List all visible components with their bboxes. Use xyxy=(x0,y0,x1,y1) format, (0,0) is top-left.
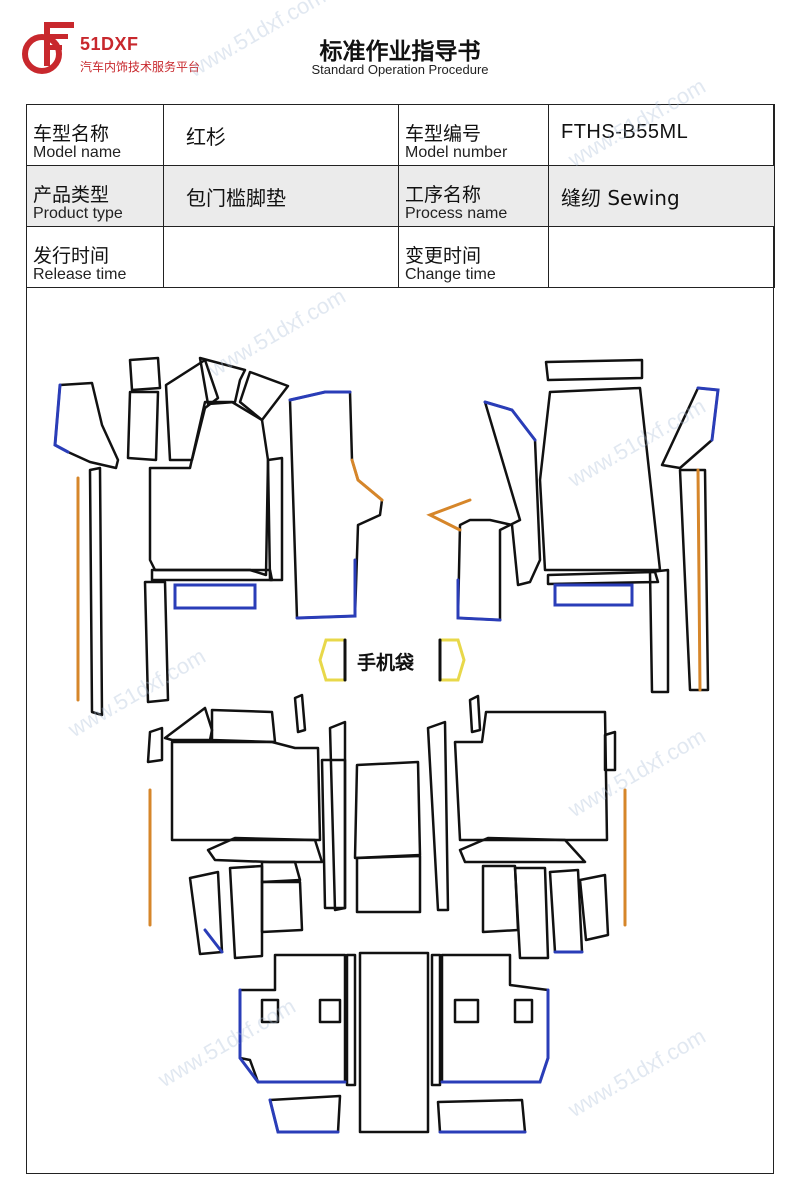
product-type-label: 产品类型 xyxy=(33,184,110,206)
pattern-piece xyxy=(328,720,347,912)
info-row-product: 产品类型 Product type 包门槛脚垫 工序名称 Process nam… xyxy=(26,165,775,227)
pattern-piece xyxy=(293,693,307,734)
pattern-piece xyxy=(228,864,264,960)
pattern-piece xyxy=(578,873,610,942)
pattern-piece xyxy=(210,708,277,744)
model-number-label-cell: 车型编号 Model number xyxy=(398,104,549,166)
document-header: 51DXF 汽车内饰技术服务平台 标准作业指导书 Standard Operat… xyxy=(0,0,800,100)
document-subtitle: Standard Operation Procedure xyxy=(311,62,489,77)
pattern-piece xyxy=(355,854,422,914)
model-name-label-en: Model name xyxy=(33,144,122,161)
pattern-piece xyxy=(456,400,542,622)
pattern-piece xyxy=(458,836,587,864)
model-name-value: 红杉 xyxy=(186,125,226,149)
pattern-piece xyxy=(353,760,422,860)
pattern-piece xyxy=(453,998,480,1024)
change-time-label-en: Change time xyxy=(405,266,496,283)
pattern-piece xyxy=(481,864,520,934)
product-type-value: 包门槛脚垫 xyxy=(186,186,286,210)
pattern-piece xyxy=(538,386,662,572)
pattern-piece xyxy=(345,953,357,1087)
pattern-piece xyxy=(468,694,482,734)
pattern-piece xyxy=(238,370,290,422)
pattern-piece xyxy=(238,953,347,1084)
process-name-label: 工序名称 xyxy=(405,184,482,206)
pattern-piece xyxy=(53,381,120,470)
product-type-label-en: Product type xyxy=(33,205,123,222)
model-number-value: FTHS-B55ML xyxy=(561,121,689,143)
pattern-piece xyxy=(268,1094,342,1134)
pattern-piece xyxy=(163,706,214,742)
change-time-value-cell xyxy=(548,226,775,288)
brand-logo-icon xyxy=(22,22,74,74)
pattern-piece xyxy=(266,456,284,582)
pattern-piece xyxy=(320,758,347,910)
pattern-piece xyxy=(288,390,384,620)
pattern-piece xyxy=(546,570,660,586)
pattern-piece xyxy=(544,358,644,382)
release-time-label-cell: 发行时间 Release time xyxy=(26,226,164,288)
pattern-piece xyxy=(318,998,342,1024)
pattern-piece xyxy=(260,998,280,1024)
document-title: 标准作业指导书 xyxy=(319,39,481,65)
model-name-label-cell: 车型名称 Model name xyxy=(26,104,164,166)
change-time-label-cell: 变更时间 Change time xyxy=(398,226,549,288)
release-time-label: 发行时间 xyxy=(33,245,110,267)
model-name-label: 车型名称 xyxy=(33,123,110,145)
pattern-piece xyxy=(126,390,160,462)
floor-mat-pattern-diagram xyxy=(53,356,720,1134)
pattern-piece xyxy=(128,356,162,392)
info-row-time: 发行时间 Release time 变更时间 Change time xyxy=(26,226,775,288)
pattern-piece xyxy=(358,951,430,1134)
pattern-piece xyxy=(206,836,324,864)
pattern-piece xyxy=(88,466,104,717)
model-number-label-en: Model number xyxy=(405,144,508,161)
product-type-value-cell: 包门槛脚垫 xyxy=(163,165,399,227)
pattern-piece xyxy=(430,953,442,1087)
pattern-piece xyxy=(678,468,710,692)
process-name-value-cell: 缝纫 Sewing xyxy=(548,165,775,227)
pattern-piece xyxy=(198,356,247,406)
pattern-piece xyxy=(143,580,170,704)
pattern-piece xyxy=(260,860,302,884)
process-name-label-en: Process name xyxy=(405,205,508,222)
pattern-piece xyxy=(260,880,304,934)
info-table: 车型名称 Model name 红杉 车型编号 Model number FTH… xyxy=(26,104,775,288)
pattern-piece xyxy=(513,866,550,960)
pattern-piece xyxy=(188,870,224,956)
release-time-value-cell xyxy=(163,226,399,288)
pattern-piece xyxy=(660,386,720,470)
pattern-piece xyxy=(146,726,164,764)
model-name-value-cell: 红杉 xyxy=(163,104,399,166)
pattern-piece xyxy=(603,730,617,772)
pattern-piece xyxy=(436,1098,527,1134)
info-row-model: 车型名称 Model name 红杉 车型编号 Model number FTH… xyxy=(26,104,775,166)
pattern-piece xyxy=(164,358,220,462)
pattern-piece xyxy=(426,720,450,912)
process-name-label-cell: 工序名称 Process name xyxy=(398,165,549,227)
brand-subtitle: 汽车内饰技术服务平台 xyxy=(80,60,201,74)
process-name-value: 缝纫 Sewing xyxy=(561,186,680,210)
pattern-piece xyxy=(513,998,534,1024)
model-number-value-cell: FTHS-B55ML xyxy=(548,104,775,166)
pattern-piece xyxy=(548,868,584,954)
change-time-label: 变更时间 xyxy=(405,245,482,267)
brand-name: 51DXF xyxy=(80,34,139,54)
model-number-label: 车型编号 xyxy=(405,123,482,145)
pattern-piece xyxy=(453,710,609,842)
release-time-label-en: Release time xyxy=(33,266,127,283)
pattern-piece xyxy=(170,740,322,842)
product-type-label-cell: 产品类型 Product type xyxy=(26,165,164,227)
phone-pocket-label: 手机袋 xyxy=(357,652,415,674)
pattern-piece xyxy=(648,568,670,694)
